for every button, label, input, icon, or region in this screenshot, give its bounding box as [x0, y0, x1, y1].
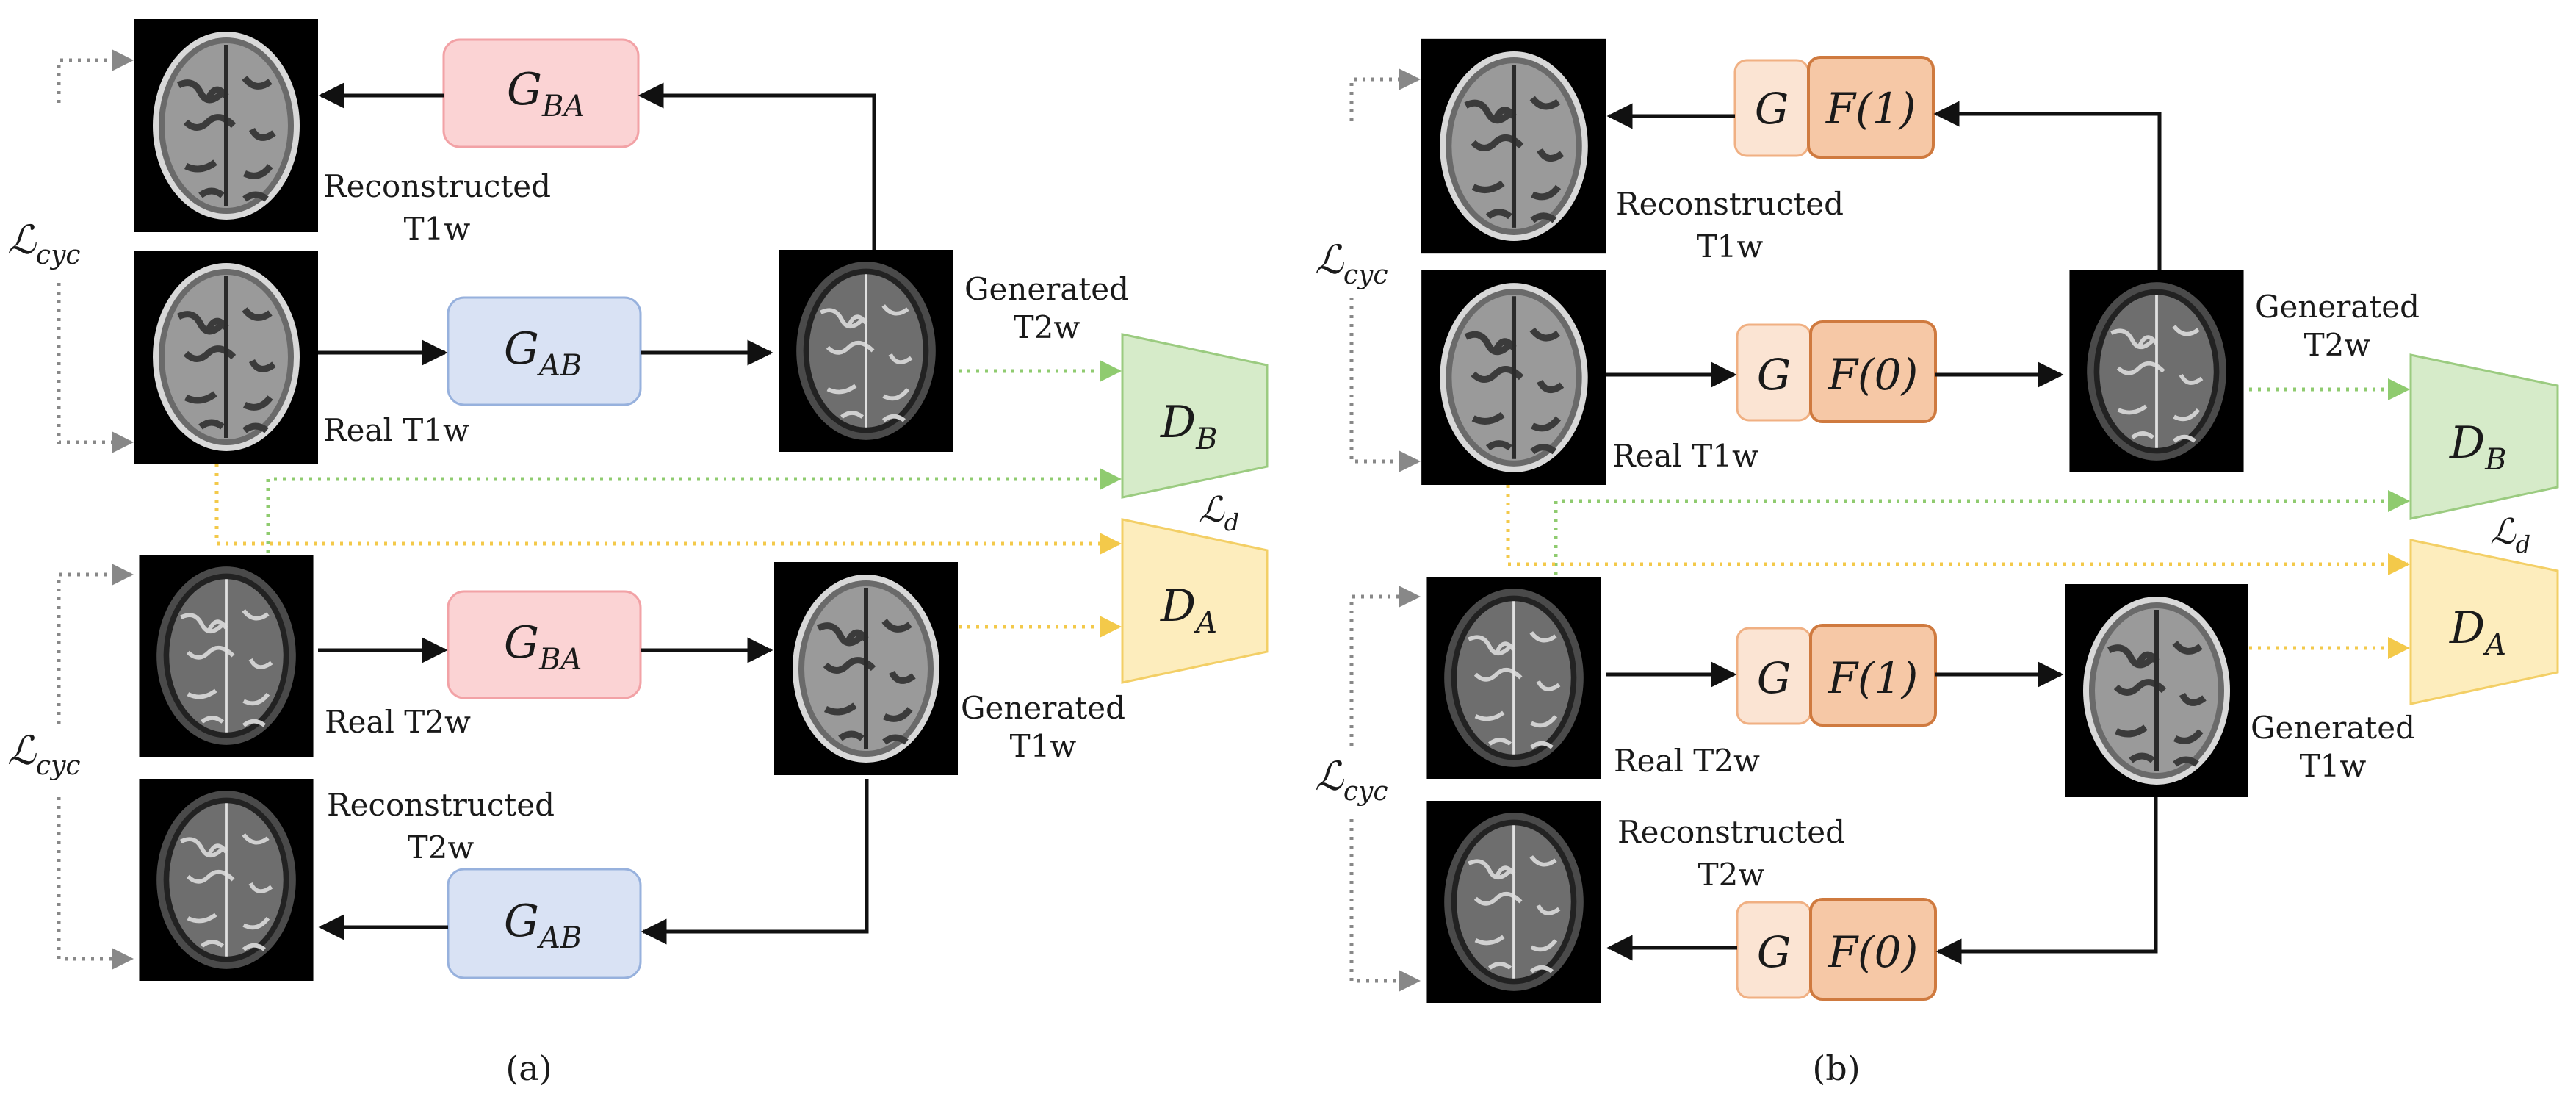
- svg-text:DB: DB: [2449, 417, 2507, 477]
- svg-text:F(0): F(0): [1828, 350, 1918, 400]
- disc-loss-label-a: ℒd: [1199, 489, 1239, 536]
- generated-t2w-image-b: [2069, 270, 2243, 472]
- discriminator-a-a: DA: [1121, 518, 1269, 684]
- cycle-loss-arrows-a: [57, 49, 134, 970]
- adversarial-arrows-b: [1506, 378, 2410, 659]
- generator-ab-mid: GAB: [447, 296, 642, 406]
- svg-text:F(0): F(0): [1828, 927, 1918, 977]
- discriminator-b-a: DB: [1121, 333, 1269, 499]
- panel-b: G F(1) G F(0) G F(1) G F(0) DB DA: [1315, 39, 2559, 1088]
- svg-text:F(1): F(1): [1825, 84, 1916, 134]
- svg-text:DB: DB: [1160, 397, 1218, 456]
- cycle-loss-arrows-b: [1349, 68, 1421, 992]
- svg-text:DA: DA: [1160, 580, 1217, 640]
- real-t2w-image: [139, 555, 313, 757]
- svg-text:G: G: [1757, 653, 1791, 703]
- label-real-t1w-b: Real T1w: [1612, 438, 1758, 474]
- svg-text:DA: DA: [2449, 602, 2506, 662]
- generated-t1w-image: [774, 562, 958, 775]
- real-t1w-image: [134, 251, 318, 464]
- cycle-loss-label-bot-a: ℒcyc: [7, 727, 81, 781]
- panel-a: GBA GAB GBA GAB DB DA: [7, 19, 1269, 1088]
- discriminator-a-b: DA: [2409, 539, 2559, 705]
- svg-text:G: G: [1755, 84, 1789, 134]
- svg-text:G: G: [1757, 350, 1791, 400]
- svg-text:F(1): F(1): [1828, 653, 1918, 703]
- label-real-t2w-a: Real T2w: [325, 704, 471, 740]
- discriminator-b-b: DB: [2409, 353, 2559, 520]
- real-t2w-image-b: [1426, 577, 1601, 779]
- real-t1w-image-b: [1421, 270, 1606, 485]
- generated-t1w-image-b: [2065, 584, 2248, 797]
- generator-f0-mid: G F(0): [1736, 320, 1937, 423]
- reconstructed-t1w-image-b: [1421, 39, 1606, 253]
- generator-ba-low: GBA: [447, 590, 642, 699]
- label-real-t1w-a: Real T1w: [323, 412, 469, 448]
- cycle-loss-label-top-a: ℒcyc: [7, 217, 81, 270]
- svg-text:GAB: GAB: [504, 896, 582, 955]
- generated-t2w-image: [779, 250, 953, 452]
- generator-ba-top: GBA: [442, 38, 640, 148]
- flow-arrows-a: [318, 82, 876, 945]
- generator-f1-top: G F(1): [1733, 56, 1935, 159]
- disc-loss-label-b: ℒd: [2490, 511, 2530, 558]
- generator-f0-bot: G F(0): [1736, 898, 1937, 1001]
- reconstructed-t2w-image-b: [1426, 801, 1601, 1003]
- caption-b: (b): [1812, 1048, 1860, 1088]
- reconstructed-t1w-image: [134, 19, 318, 232]
- label-real-t2w-b: Real T2w: [1614, 743, 1760, 779]
- generator-f1-low: G F(1): [1736, 624, 1937, 727]
- svg-text:GAB: GAB: [504, 323, 582, 383]
- reconstructed-t2w-image: [139, 779, 313, 981]
- caption-a: (a): [505, 1048, 552, 1088]
- svg-text:GBA: GBA: [504, 617, 582, 677]
- cycle-loss-label-top-b: ℒcyc: [1315, 237, 1388, 290]
- flow-arrows-b: [1606, 101, 2162, 965]
- adversarial-arrows-a: [214, 360, 1122, 638]
- svg-text:GBA: GBA: [507, 64, 585, 123]
- cycle-loss-label-bot-b: ℒcyc: [1315, 753, 1388, 807]
- svg-text:G: G: [1757, 927, 1791, 977]
- generator-ab-bot: GAB: [447, 868, 642, 979]
